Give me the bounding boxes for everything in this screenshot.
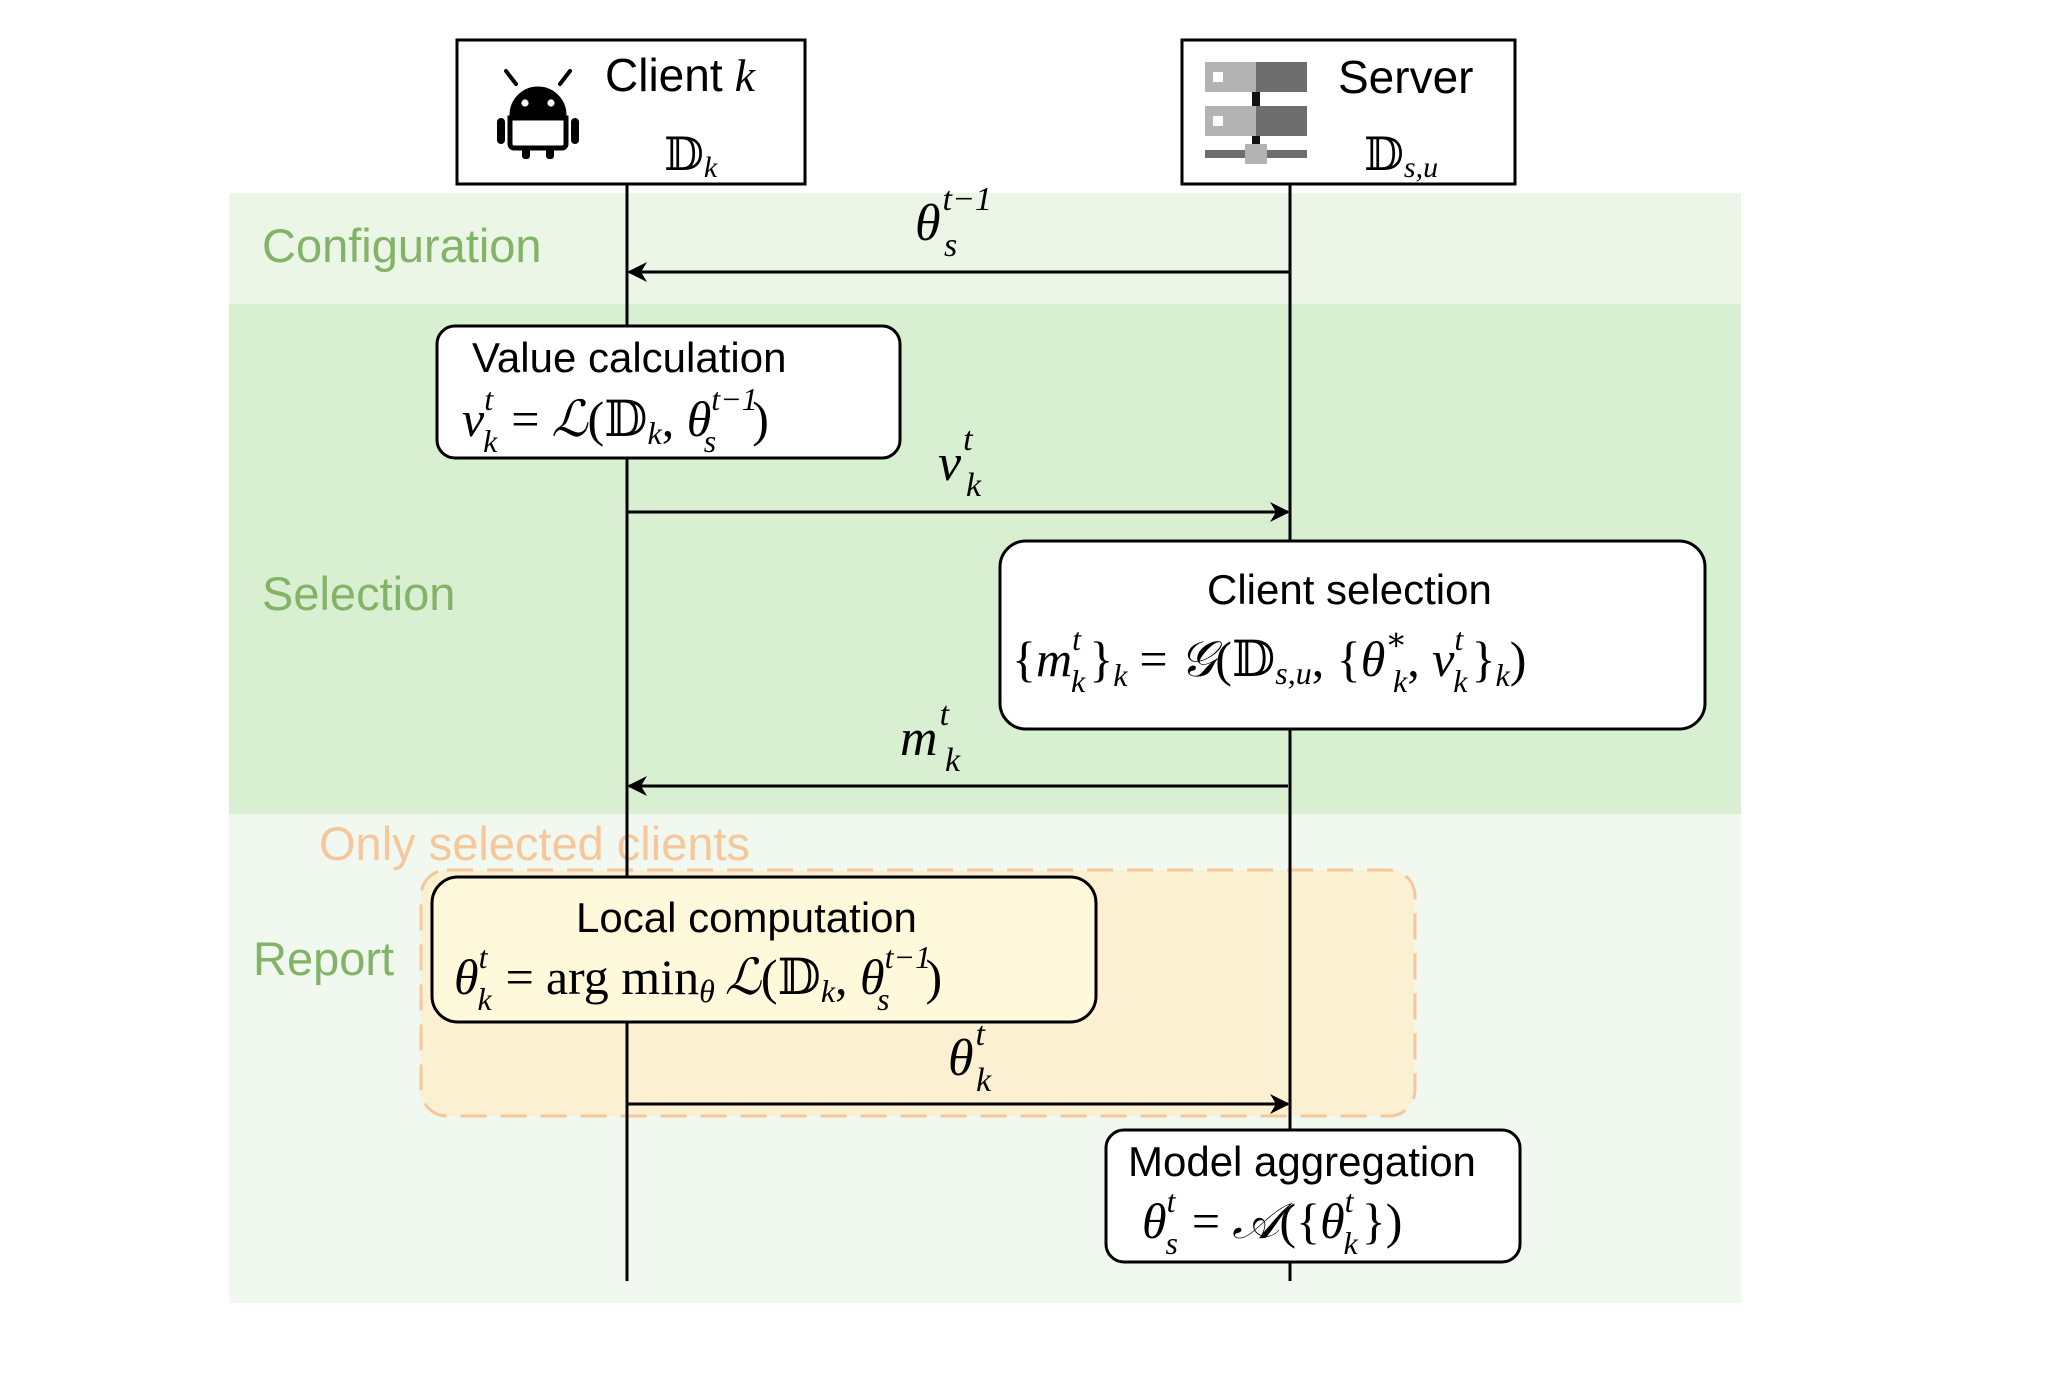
configuration-band bbox=[229, 193, 1741, 304]
android-robot-icon bbox=[497, 69, 579, 159]
server-dataset: 𝔻s,u bbox=[1364, 129, 1438, 184]
selected-clients-label: Only selected clients bbox=[319, 817, 750, 870]
value-calculation-title: Value calculation bbox=[472, 334, 786, 381]
client-selection-title: Client selection bbox=[1207, 566, 1492, 613]
server-rack-icon bbox=[1205, 62, 1307, 164]
local-computation-title: Local computation bbox=[576, 894, 917, 941]
server-title: Server bbox=[1338, 51, 1473, 103]
client-dataset: 𝔻k bbox=[664, 129, 718, 184]
model-aggregation-title: Model aggregation bbox=[1128, 1138, 1476, 1185]
server-header: Server 𝔻s,u bbox=[1180, 38, 1517, 186]
phase-label-report: Report bbox=[253, 932, 394, 985]
phase-label-selection: Selection bbox=[262, 567, 455, 620]
phase-label-configuration: Configuration bbox=[262, 219, 542, 272]
